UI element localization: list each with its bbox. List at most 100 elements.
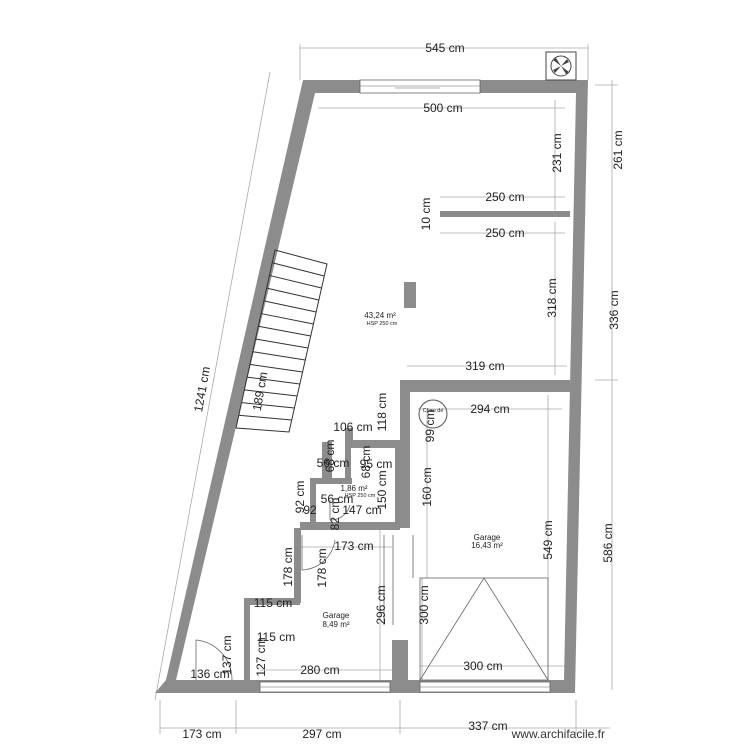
dim-left-diagonal: 1241 cm [191,365,213,413]
dim-147: 147 cm [342,503,381,517]
dim-garage-top: 319 cm [465,359,504,373]
garage-left-area: 8,49 m² [322,620,349,629]
step-wall-92 [310,478,316,528]
small-hsp: HSP 250 cm [345,493,376,499]
stair-outline [235,249,328,433]
partition-wall [440,211,570,217]
step-wall-68 [322,442,332,480]
dim-partition-thickness: 10 cm [419,198,433,231]
inner-dimension-lines [260,100,567,682]
wall-pillar [232,680,248,693]
dim-92: 92 cm [293,481,307,514]
stair-tread [272,262,325,277]
garage-right-area: 16,43 m² [471,541,503,550]
stair-tread [269,274,322,289]
dim-68b: 68 cm [359,446,373,479]
dim-137: 137 cm [220,635,234,674]
dim-300v: 300 cm [417,585,431,624]
step-wall-178 [294,528,301,603]
stair-tread [249,363,303,373]
boiler-circle: Chau dé ... [418,399,448,429]
garage-right-name: Garage [474,533,501,542]
svg-text:...: ... [431,415,436,421]
step-wall-56 [345,428,353,448]
stair-tread [238,414,292,421]
dim-garage-inner: 294 cm [470,402,509,416]
dim-178a: 178 cm [281,547,295,586]
dim-68a: 68 cm [323,440,337,473]
watermark: www.archifacile.fr [511,727,605,741]
step-wall-115v [244,598,250,628]
dim-280: 280 cm [300,663,339,677]
garage-left-wall-upper [400,380,410,528]
dim-178b: 178 cm [315,548,329,587]
dim-173: 173 cm [334,539,373,553]
column [404,282,416,308]
dim-92b: 92 [303,503,317,517]
dim-inner-right-upper: 231 cm [550,133,564,172]
dim-partition-top: 250 cm [485,190,524,204]
stair-tread [252,351,306,361]
step-wall-147 [300,522,400,530]
dim-95: 95 cm [360,457,393,471]
dim-150: 150 cm [375,470,389,509]
dim-300h: 300 cm [463,659,502,673]
dim-right-middle: 336 cm [607,290,621,329]
stair-tread [241,402,295,409]
dim-inner-right-low: 549 cm [541,520,555,559]
garage-top-wall [400,380,570,392]
doors [195,500,414,681]
dim-115a: 115 cm [254,596,292,610]
garage-left-name: Garage [323,611,350,620]
dim-118: 118 cm [375,393,389,431]
room-labels: 43,24 m² HSP 250 cm 1,86 m² HSP 250 cm G… [322,311,503,629]
step-wall-127 [244,625,250,693]
main-area: 43,24 m² [364,311,396,320]
dim-115b: 115 cm [257,630,295,644]
dim-bottom-173: 173 cm [182,727,221,741]
stair-tread [244,389,298,397]
stair-tread [260,313,314,325]
top-window [359,79,481,94]
garage-door [419,577,549,681]
dim-inner-top: 500 cm [423,101,462,115]
dim-inner-right-mid: 318 cm [545,278,559,317]
dim-296: 296 cm [374,585,388,624]
walls [155,80,588,693]
dim-right-upper: 261 cm [611,130,625,169]
bottom-windows [259,681,551,693]
dim-bottom-297: 297 cm [302,727,341,741]
dim-127: 127 cm [254,637,268,676]
step-wall-56b [312,478,352,484]
fan-icon [545,51,577,81]
outer-wall [155,80,588,693]
stairs [235,249,328,433]
dim-top-width: 545 cm [425,41,464,55]
dim-99: 99 cm [423,410,437,443]
outer-dimension-lines [154,44,618,734]
dim-106: 106 cm [333,420,372,434]
dim-56b: 56 cm [321,492,354,506]
dim-stair-length: 189 cm [250,371,271,412]
stair-tread [263,300,317,313]
small-area: 1,86 m² [340,484,367,493]
main-hsp: HSP 250 cm [367,321,398,327]
dim-82: 82 cm [328,498,342,531]
dim-bottom-337: 337 cm [468,719,507,733]
dim-56: 56 cm [317,456,350,470]
svg-text:Chau dé: Chau dé [423,408,444,414]
step-wall-150 [395,448,401,528]
stair-tread [266,287,319,301]
step-wall-106 [345,440,408,448]
step-wall-68b [345,448,351,480]
dim-right-lower: 586 cm [601,523,615,562]
dim-136: 136 cm [190,667,229,681]
stair-tread [255,338,309,349]
dim-160: 160 cm [420,467,434,506]
stair-tread [247,376,300,385]
dim-partition-bottom: 250 cm [485,226,524,240]
dimension-labels: 545 cm 500 cm 261 cm 336 cm 586 cm 231 c… [182,41,625,741]
step-wall-115 [244,598,300,605]
garage-left-wall-lower [392,640,408,693]
